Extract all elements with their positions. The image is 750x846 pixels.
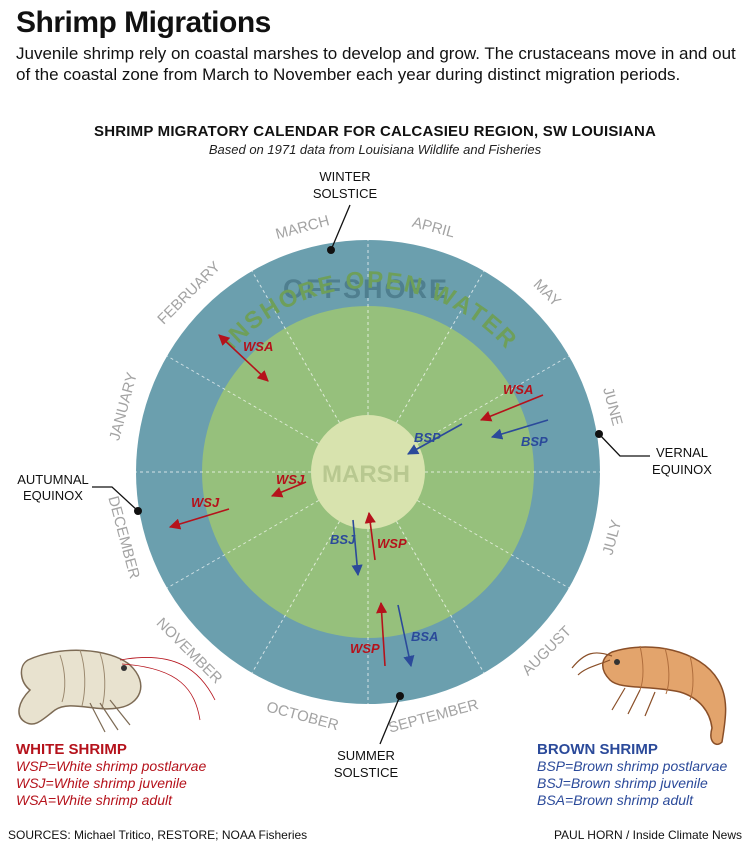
month-label-april: APRIL bbox=[410, 214, 456, 242]
brown-shrimp-legend-item: BSJ=Brown shrimp juvenile bbox=[537, 775, 708, 791]
month-dividers bbox=[136, 240, 600, 704]
month-divider bbox=[417, 500, 570, 589]
white-shrimp-legend-item: WSJ=White shrimp juvenile bbox=[16, 775, 187, 791]
label-wsj-offshore: WSJ bbox=[191, 495, 220, 510]
label-wsp-offshore: WSP bbox=[350, 641, 380, 656]
brown-shrimp-illustration bbox=[571, 645, 727, 746]
white-shrimp-legend-item: WSA=White shrimp adult bbox=[16, 792, 172, 808]
arrow-wsj-offshore bbox=[168, 508, 230, 530]
brown-shrimp-legend-item: BSA=Brown shrimp adult bbox=[537, 792, 694, 808]
month-divider bbox=[166, 500, 319, 589]
label-wsp-inshore: WSP bbox=[377, 536, 407, 551]
month-divider bbox=[166, 355, 319, 444]
arrow-bsa bbox=[397, 604, 415, 668]
autumnal-equinox-marker bbox=[134, 507, 142, 515]
summer-solstice-marker bbox=[396, 692, 404, 700]
white-shrimp-legend: WHITE SHRIMP WSP=White shrimp postlarvae… bbox=[16, 741, 206, 809]
autumnal-equinox-line1: AUTUMNAL bbox=[17, 472, 89, 487]
month-label-march: MARCH bbox=[274, 212, 332, 243]
arrow-bsj bbox=[351, 519, 363, 577]
brown-shrimp-legend-item: BSP=Brown shrimp postlarvae bbox=[537, 758, 728, 774]
white-shrimp-legend-item: WSP=White shrimp postlarvae bbox=[16, 758, 207, 774]
month-divider bbox=[417, 355, 570, 444]
month-label-january: JANUARY bbox=[106, 371, 140, 443]
brown-shrimp-legend: BROWN SHRIMP BSP=Brown shrimp postlarvae… bbox=[537, 741, 727, 809]
arrow-bsp-inshore bbox=[407, 423, 463, 455]
page-title: Shrimp Migrations bbox=[16, 6, 271, 39]
label-wsa-march: WSA bbox=[503, 382, 533, 397]
vernal-equinox-line1: VERNAL bbox=[656, 445, 708, 460]
autumnal-equinox-leader bbox=[92, 486, 139, 512]
arrow-bsp-offshore bbox=[490, 419, 549, 440]
label-wsa-november: WSA bbox=[243, 339, 273, 354]
month-label-october: OCTOBER bbox=[265, 699, 341, 735]
arrow-wsa-november bbox=[218, 334, 269, 382]
month-label-september: SEPTEMBER bbox=[387, 696, 481, 736]
vernal-equinox-leader bbox=[598, 433, 650, 457]
arrow-wsp-offshore bbox=[376, 601, 388, 667]
vernal-equinox-line2: EQUINOX bbox=[652, 462, 712, 477]
arrow-wsj-inshore bbox=[270, 481, 307, 498]
offshore-label: OFFSHORE bbox=[283, 274, 449, 304]
month-label-may: MAY bbox=[530, 276, 564, 310]
autumnal-equinox-line2: EQUINOX bbox=[23, 488, 83, 503]
intro-text: Juvenile shrimp rely on coastal marshes … bbox=[16, 44, 736, 84]
arrow-wsa-march bbox=[479, 394, 544, 422]
month-label-june: JUNE bbox=[599, 385, 626, 427]
winter-solstice-leader bbox=[330, 204, 351, 251]
month-divider bbox=[396, 521, 485, 674]
brown-shrimp-legend-title: BROWN SHRIMP bbox=[537, 741, 658, 758]
month-label-july: JULY bbox=[600, 518, 626, 557]
white-shrimp-legend-title: WHITE SHRIMP bbox=[16, 741, 127, 758]
vernal-equinox-marker bbox=[595, 430, 603, 438]
chart-source-note: Based on 1971 data from Louisiana Wildli… bbox=[208, 142, 542, 157]
marsh-label: MARSH bbox=[322, 461, 410, 488]
credit-footer: PAUL HORN / Inside Climate News bbox=[553, 828, 742, 842]
summer-solstice-line1: SUMMER bbox=[337, 748, 395, 763]
month-divider bbox=[251, 521, 340, 674]
month-divider bbox=[396, 270, 485, 423]
label-bsp-inshore: BSP bbox=[414, 430, 441, 445]
white-shrimp-illustration bbox=[18, 649, 216, 733]
marsh-zone bbox=[311, 415, 425, 529]
label-bsp-offshore: BSP bbox=[521, 434, 548, 449]
winter-solstice-line2: SOLSTICE bbox=[313, 186, 378, 201]
label-bsa: BSA bbox=[411, 629, 438, 644]
summer-solstice-line2: SOLSTICE bbox=[334, 765, 399, 780]
sources-footer: SOURCES: Michael Tritico, RESTORE; NOAA … bbox=[8, 828, 308, 842]
winter-solstice-marker bbox=[327, 246, 335, 254]
chart-subtitle: SHRIMP MIGRATORY CALENDAR FOR CALCASIEU … bbox=[93, 123, 657, 140]
winter-solstice-line1: WINTER bbox=[319, 169, 370, 184]
summer-solstice-leader bbox=[379, 695, 401, 745]
arrow-wsp-inshore bbox=[364, 511, 376, 561]
label-wsj-inshore: WSJ bbox=[276, 472, 305, 487]
label-bsj: BSJ bbox=[330, 532, 356, 547]
month-divider bbox=[251, 270, 340, 423]
